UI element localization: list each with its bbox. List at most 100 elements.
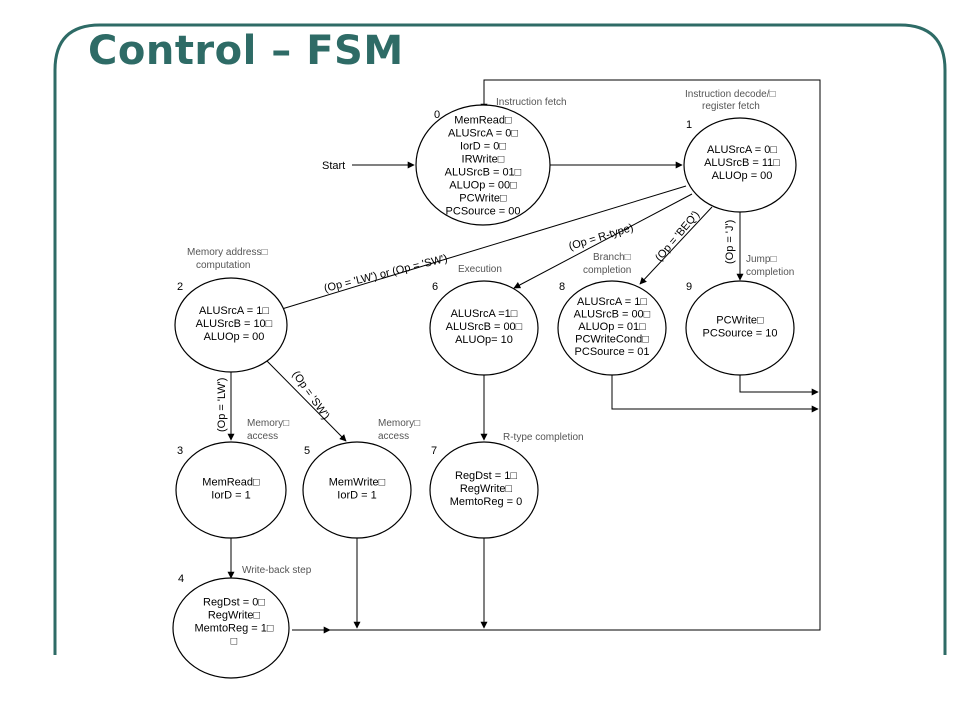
state-action: PCSource = 00 bbox=[446, 206, 521, 218]
state-action: ALUSrcB = 11□ bbox=[704, 157, 780, 169]
state-actions-6: ALUSrcA =1□ALUSrcB = 00□ALUOp= 10 bbox=[446, 308, 523, 346]
state-circle-7 bbox=[429, 441, 539, 539]
state-circle-3 bbox=[175, 441, 287, 539]
cond-2-5: (Op = 'SW') bbox=[290, 369, 332, 422]
group-label-1-line-2: register fetch bbox=[702, 101, 760, 112]
state-actions-5: MemWrite□IorD = 1 bbox=[329, 477, 386, 502]
group-label-8-line-2: completion bbox=[583, 265, 631, 276]
state-action: ALUOp = 00 bbox=[204, 331, 265, 343]
state-action: ALUSrcA =1□ bbox=[451, 308, 518, 320]
group-label-9-line-2: completion bbox=[746, 267, 794, 278]
state-number-9: 9 bbox=[686, 281, 692, 293]
state-circle-4 bbox=[172, 577, 290, 679]
state-action: ALUOp= 10 bbox=[455, 334, 513, 346]
cond-1-6: (Op = R-type) bbox=[567, 222, 635, 253]
state-action: MemWrite□ bbox=[329, 477, 386, 489]
state-1: ALUSrcA = 0□ALUSrcB = 11□ALUOp = 00 bbox=[683, 117, 797, 213]
state-5: MemWrite□IorD = 1 bbox=[302, 441, 412, 539]
state-circle-6 bbox=[429, 280, 539, 376]
edge-1-8 bbox=[639, 206, 713, 285]
edge-return-bus bbox=[292, 79, 821, 631]
group-label-2-line-1: Memory address□ bbox=[187, 247, 268, 258]
group-label-2-line-2: computation bbox=[196, 260, 250, 271]
edge-2-5 bbox=[265, 359, 347, 442]
state-action: IRWrite□ bbox=[462, 154, 505, 166]
state-action: RegDst = 0□ bbox=[203, 597, 265, 609]
state-action: MemRead□ bbox=[454, 115, 512, 127]
state-circle-8 bbox=[557, 280, 667, 376]
state-action: PCWriteCond□ bbox=[575, 334, 649, 346]
state-9: PCWrite□PCSource = 10 bbox=[685, 280, 795, 376]
group-label-1-line-1: Instruction decode/□ bbox=[685, 89, 776, 100]
state-actions-8: ALUSrcA = 1□ALUSrcB = 00□ALUOp = 01□PCWr… bbox=[574, 296, 651, 358]
state-number-7: 7 bbox=[431, 445, 437, 457]
state-number-0: 0 bbox=[434, 109, 440, 121]
group-label-5-line-2: access bbox=[378, 431, 409, 442]
state-number-8: 8 bbox=[559, 281, 565, 293]
state-circle-1 bbox=[683, 117, 797, 213]
state-action: ALUOp = 00 bbox=[712, 170, 773, 182]
state-actions-7: RegDst = 1□RegWrite□MemtoReg = 0 bbox=[450, 470, 522, 508]
group-label-0: Instruction fetch bbox=[496, 97, 567, 108]
state-action: RegWrite□ bbox=[460, 483, 513, 495]
group-label-8-line-1: Branch□ bbox=[593, 252, 631, 263]
state-action: PCWrite□ bbox=[716, 315, 764, 327]
state-action: MemtoReg = 0 bbox=[450, 496, 522, 508]
state-action: ALUSrcB = 00□ bbox=[446, 321, 523, 333]
cond-1-9: (Op = 'J') bbox=[724, 220, 736, 264]
state-action: IorD = 1 bbox=[211, 490, 250, 502]
edge-1-6 bbox=[513, 193, 693, 289]
state-action: MemtoReg = 1□ bbox=[194, 623, 273, 635]
state-number-5: 5 bbox=[304, 445, 310, 457]
state-action: RegDst = 1□ bbox=[455, 470, 517, 482]
state-action: ALUOp = 00□ bbox=[449, 180, 517, 192]
state-actions-2: ALUSrcA = 1□ALUSrcB = 10□ALUOp = 00 bbox=[196, 305, 273, 343]
state-7: RegDst = 1□RegWrite□MemtoReg = 0 bbox=[429, 441, 539, 539]
group-label-6: Execution bbox=[458, 264, 502, 275]
state-action: MemRead□ bbox=[202, 477, 260, 489]
state-action: □ bbox=[231, 636, 238, 648]
state-circle-0 bbox=[415, 104, 551, 226]
state-action: ALUSrcA = 1□ bbox=[199, 305, 269, 317]
group-label-3-line-2: access bbox=[247, 431, 278, 442]
state-actions-3: MemRead□IorD = 1 bbox=[202, 477, 260, 502]
state-action: ALUSrcB = 01□ bbox=[445, 167, 522, 179]
state-action: ALUSrcA = 0□ bbox=[448, 128, 518, 140]
group-label-4: Write-back step bbox=[242, 565, 312, 576]
edge-8-return bbox=[611, 375, 819, 413]
state-2: ALUSrcA = 1□ALUSrcB = 10□ALUOp = 00 bbox=[174, 277, 288, 373]
state-action: ALUOp = 01□ bbox=[578, 321, 646, 333]
state-number-3: 3 bbox=[177, 445, 183, 457]
group-label-3-line-1: Memory□ bbox=[247, 418, 289, 429]
state-3: MemRead□IorD = 1 bbox=[175, 441, 287, 539]
slide-title: Control – FSM bbox=[88, 28, 404, 74]
state-4: RegDst = 0□RegWrite□MemtoReg = 1□□ bbox=[172, 577, 290, 679]
state-actions-4: RegDst = 0□RegWrite□MemtoReg = 1□□ bbox=[194, 597, 273, 648]
state-action: PCSource = 10 bbox=[703, 328, 778, 340]
state-action: PCSource = 01 bbox=[575, 346, 650, 358]
state-number-4: 4 bbox=[178, 573, 184, 585]
state-number-6: 6 bbox=[432, 281, 438, 293]
state-action: PCWrite□ bbox=[459, 193, 507, 205]
state-group-labels: Instruction fetch Instruction decode/□ r… bbox=[187, 89, 794, 576]
state-action: ALUSrcB = 10□ bbox=[196, 318, 273, 330]
edge-1-2 bbox=[271, 185, 687, 314]
group-label-9-line-1: Jump□ bbox=[746, 254, 777, 265]
state-circle-5 bbox=[302, 441, 412, 539]
state-numbers: 0 1 2 6 8 9 3 5 7 4 bbox=[177, 109, 692, 585]
cond-1-2: (Op = 'LW') or (Op = 'SW') bbox=[323, 253, 449, 295]
fsm-edges bbox=[227, 79, 821, 634]
state-6: ALUSrcA =1□ALUSrcB = 00□ALUOp= 10 bbox=[429, 280, 539, 376]
state-actions-0: MemRead□ALUSrcA = 0□IorD = 0□IRWrite□ALU… bbox=[445, 115, 522, 218]
group-label-7: R-type completion bbox=[503, 432, 584, 443]
state-action: IorD = 0□ bbox=[460, 141, 506, 153]
group-label-5-line-1: Memory□ bbox=[378, 418, 420, 429]
state-actions-9: PCWrite□PCSource = 10 bbox=[703, 315, 778, 340]
state-actions-1: ALUSrcA = 0□ALUSrcB = 11□ALUOp = 00 bbox=[704, 144, 780, 182]
start-label: Start bbox=[322, 160, 345, 172]
state-circle-9 bbox=[685, 280, 795, 376]
state-action: ALUSrcA = 1□ bbox=[577, 296, 647, 308]
state-8: ALUSrcA = 1□ALUSrcB = 00□ALUOp = 01□PCWr… bbox=[557, 280, 667, 376]
